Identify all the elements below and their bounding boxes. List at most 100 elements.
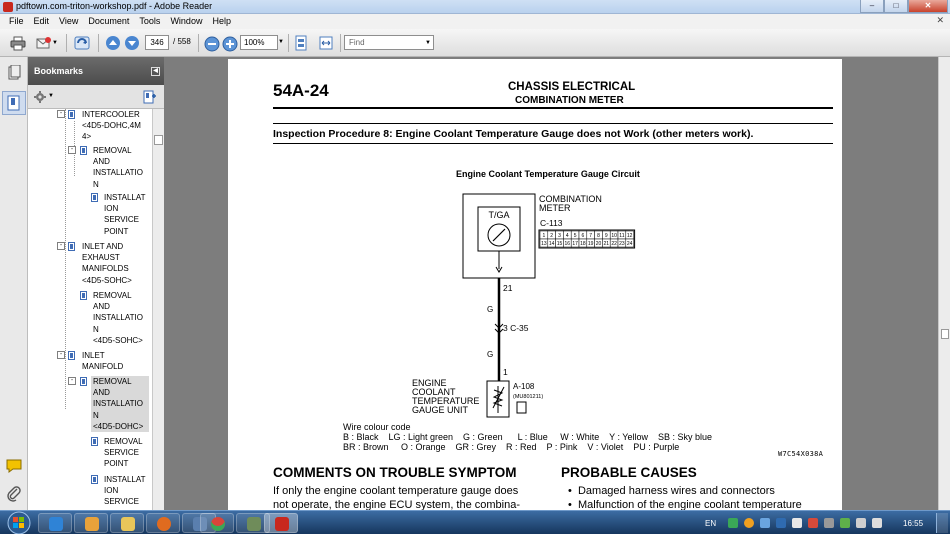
- tray-app-icon[interactable]: [728, 518, 738, 528]
- taskbar-adobe-reader[interactable]: [264, 513, 298, 533]
- bookmark-item-inlet-manifold[interactable]: INLET MANIFOLD: [82, 350, 142, 372]
- meter-arrow: [495, 266, 503, 273]
- tray-app-icon[interactable]: [776, 518, 786, 528]
- gauge-needle: [492, 228, 506, 242]
- pages-panel-icon[interactable]: [6, 64, 22, 81]
- tray-app-icon[interactable]: [744, 518, 754, 528]
- scrollbar-thumb[interactable]: [941, 329, 949, 339]
- connector-pin-label: 20: [596, 241, 602, 247]
- bookmark-item-removal-service-point[interactable]: REMOVAL SERVICE POINT: [104, 436, 152, 470]
- scrollbar-thumb[interactable]: [154, 135, 163, 145]
- options-gear-icon[interactable]: [34, 91, 46, 103]
- circuit-title: Engine Coolant Temperature Gauge Circuit: [456, 169, 640, 179]
- comment-icon[interactable]: [5, 457, 23, 475]
- pdf-page: 54A-24 CHASSIS ELECTRICAL COMBINATION ME…: [228, 59, 842, 510]
- start-button[interactable]: [4, 511, 34, 534]
- attachment-icon[interactable]: [5, 485, 23, 503]
- section-title: CHASSIS ELECTRICAL: [508, 81, 636, 93]
- maximize-button[interactable]: □: [884, 0, 908, 13]
- collapse-panel-icon[interactable]: ◀: [151, 67, 160, 76]
- bookmarks-toolbar: ▼: [28, 85, 164, 109]
- taskbar-media-player[interactable]: [74, 513, 108, 533]
- fit-page-icon[interactable]: [293, 35, 309, 51]
- prev-page-icon[interactable]: [105, 35, 121, 51]
- cause-bullet-2: • Malfunction of the engine coolant temp…: [568, 499, 802, 510]
- document-scrollbar[interactable]: [938, 57, 950, 510]
- clock[interactable]: 16:55: [903, 519, 924, 528]
- connector-pin-label: 2: [550, 233, 553, 239]
- menu-view[interactable]: View: [59, 16, 79, 26]
- show-desktop-button[interactable]: [936, 513, 948, 533]
- sensor-part-number: (MU801211): [513, 394, 543, 400]
- bookmark-item-installation-service[interactable]: INSTALLAT ION SERVICE: [104, 474, 152, 508]
- tray-shield-icon[interactable]: [792, 518, 802, 528]
- tray-app-icon[interactable]: [760, 518, 770, 528]
- bookmarks-panel: Bookmarks ◀ ▼ - INTERCOOLER <4D5-DOHC,4M…: [28, 57, 164, 510]
- find-dropdown-icon[interactable]: ▼: [425, 40, 431, 46]
- fit-width-icon[interactable]: [318, 35, 334, 51]
- collapse-toggle[interactable]: -: [68, 146, 76, 154]
- menu-help[interactable]: Help: [212, 16, 231, 26]
- new-bookmark-icon[interactable]: [143, 90, 157, 104]
- menu-file[interactable]: File: [9, 16, 24, 26]
- bookmark-label: INLET MANIFOLD: [82, 351, 124, 372]
- sensor-label-line2: COOLANT: [412, 387, 456, 397]
- tray-app-icon[interactable]: [824, 518, 834, 528]
- document-close-icon[interactable]: ✕: [936, 15, 944, 25]
- collapse-toggle[interactable]: -: [57, 242, 65, 250]
- bookmark-item-removal-installation[interactable]: REMOVAL AND INSTALLATIO N: [93, 145, 151, 190]
- connector-pin-label: 15: [557, 241, 563, 247]
- network-status-icon[interactable]: [840, 518, 850, 528]
- printer-icon[interactable]: [10, 35, 26, 51]
- collapse-toggle[interactable]: -: [57, 351, 65, 359]
- wire-legend-line2: BR : Brown O : Orange GR : Grey R : Red …: [343, 442, 680, 452]
- minimize-button[interactable]: –: [860, 0, 884, 13]
- title-bar: pdftown.com-triton-workshop.pdf - Adobe …: [0, 0, 950, 14]
- adobe-reader-icon: [3, 2, 13, 12]
- menu-edit[interactable]: Edit: [33, 16, 50, 26]
- volume-icon[interactable]: [872, 518, 882, 528]
- taskbar-calculator[interactable]: [236, 513, 270, 533]
- taskbar-firefox[interactable]: [146, 513, 180, 533]
- connector-pin-label: 18: [580, 241, 586, 247]
- zoom-in-icon[interactable]: [222, 36, 238, 52]
- taskbar-chrome[interactable]: [200, 513, 234, 533]
- options-dropdown-icon[interactable]: ▼: [48, 93, 54, 99]
- find-input[interactable]: Find: [344, 35, 434, 50]
- sync-icon[interactable]: [74, 35, 90, 51]
- page-number-input[interactable]: 346: [145, 35, 169, 50]
- bookmarks-panel-icon[interactable]: [2, 91, 26, 115]
- thermistor-arrow: [492, 386, 505, 409]
- cause-1: Damaged harness wires and connectors: [577, 485, 775, 497]
- collapse-toggle[interactable]: -: [57, 110, 65, 118]
- bookmark-label: REMOVAL SERVICE POINT: [104, 437, 143, 469]
- zoom-out-icon[interactable]: [204, 36, 220, 52]
- calculator-icon: [247, 517, 261, 531]
- media-player-icon: [85, 517, 99, 531]
- menu-tools[interactable]: Tools: [139, 16, 161, 26]
- language-indicator[interactable]: EN: [705, 519, 717, 528]
- bookmark-item-inlet-exhaust-manifolds[interactable]: INLET AND EXHAUST MANIFOLDS <4D5-SOHC>: [82, 241, 150, 286]
- tree-guide-line: [65, 109, 66, 409]
- email-dropdown-icon[interactable]: ▼: [52, 40, 58, 46]
- email-icon[interactable]: [36, 35, 52, 51]
- menu-document[interactable]: Document: [88, 16, 130, 26]
- next-page-icon[interactable]: [124, 35, 140, 51]
- bookmark-item-installation-service-point[interactable]: INSTALLAT ION SERVICE POINT: [104, 192, 152, 237]
- zoom-dropdown-icon[interactable]: ▼: [278, 39, 284, 45]
- figure-code: W7C54X038A: [778, 450, 824, 458]
- bookmark-item-intercooler[interactable]: INTERCOOLER <4D5-DOHC,4M 4>: [82, 109, 148, 143]
- collapse-toggle[interactable]: -: [68, 377, 76, 385]
- connector-pin-label: 14: [549, 241, 555, 247]
- menu-window[interactable]: Window: [170, 16, 203, 26]
- close-button[interactable]: ✕: [908, 0, 948, 13]
- bookmark-item-removal-installation-sohc[interactable]: REMOVAL AND INSTALLATIO N <4D5-SOHC>: [93, 290, 151, 346]
- bookmarks-scrollbar[interactable]: [152, 109, 164, 510]
- bookmark-item-removal-installation-dohc[interactable]: REMOVAL AND INSTALLATIO N <4D5-DOHC>: [91, 376, 149, 433]
- network-status-icon[interactable]: [856, 518, 866, 528]
- taskbar-internet-explorer[interactable]: [38, 513, 72, 533]
- tray-app-icon[interactable]: [808, 518, 818, 528]
- taskbar-explorer[interactable]: [110, 513, 144, 533]
- zoom-level-input[interactable]: 100%: [240, 35, 278, 50]
- sensor-label-line3: TEMPERATURE: [412, 396, 479, 406]
